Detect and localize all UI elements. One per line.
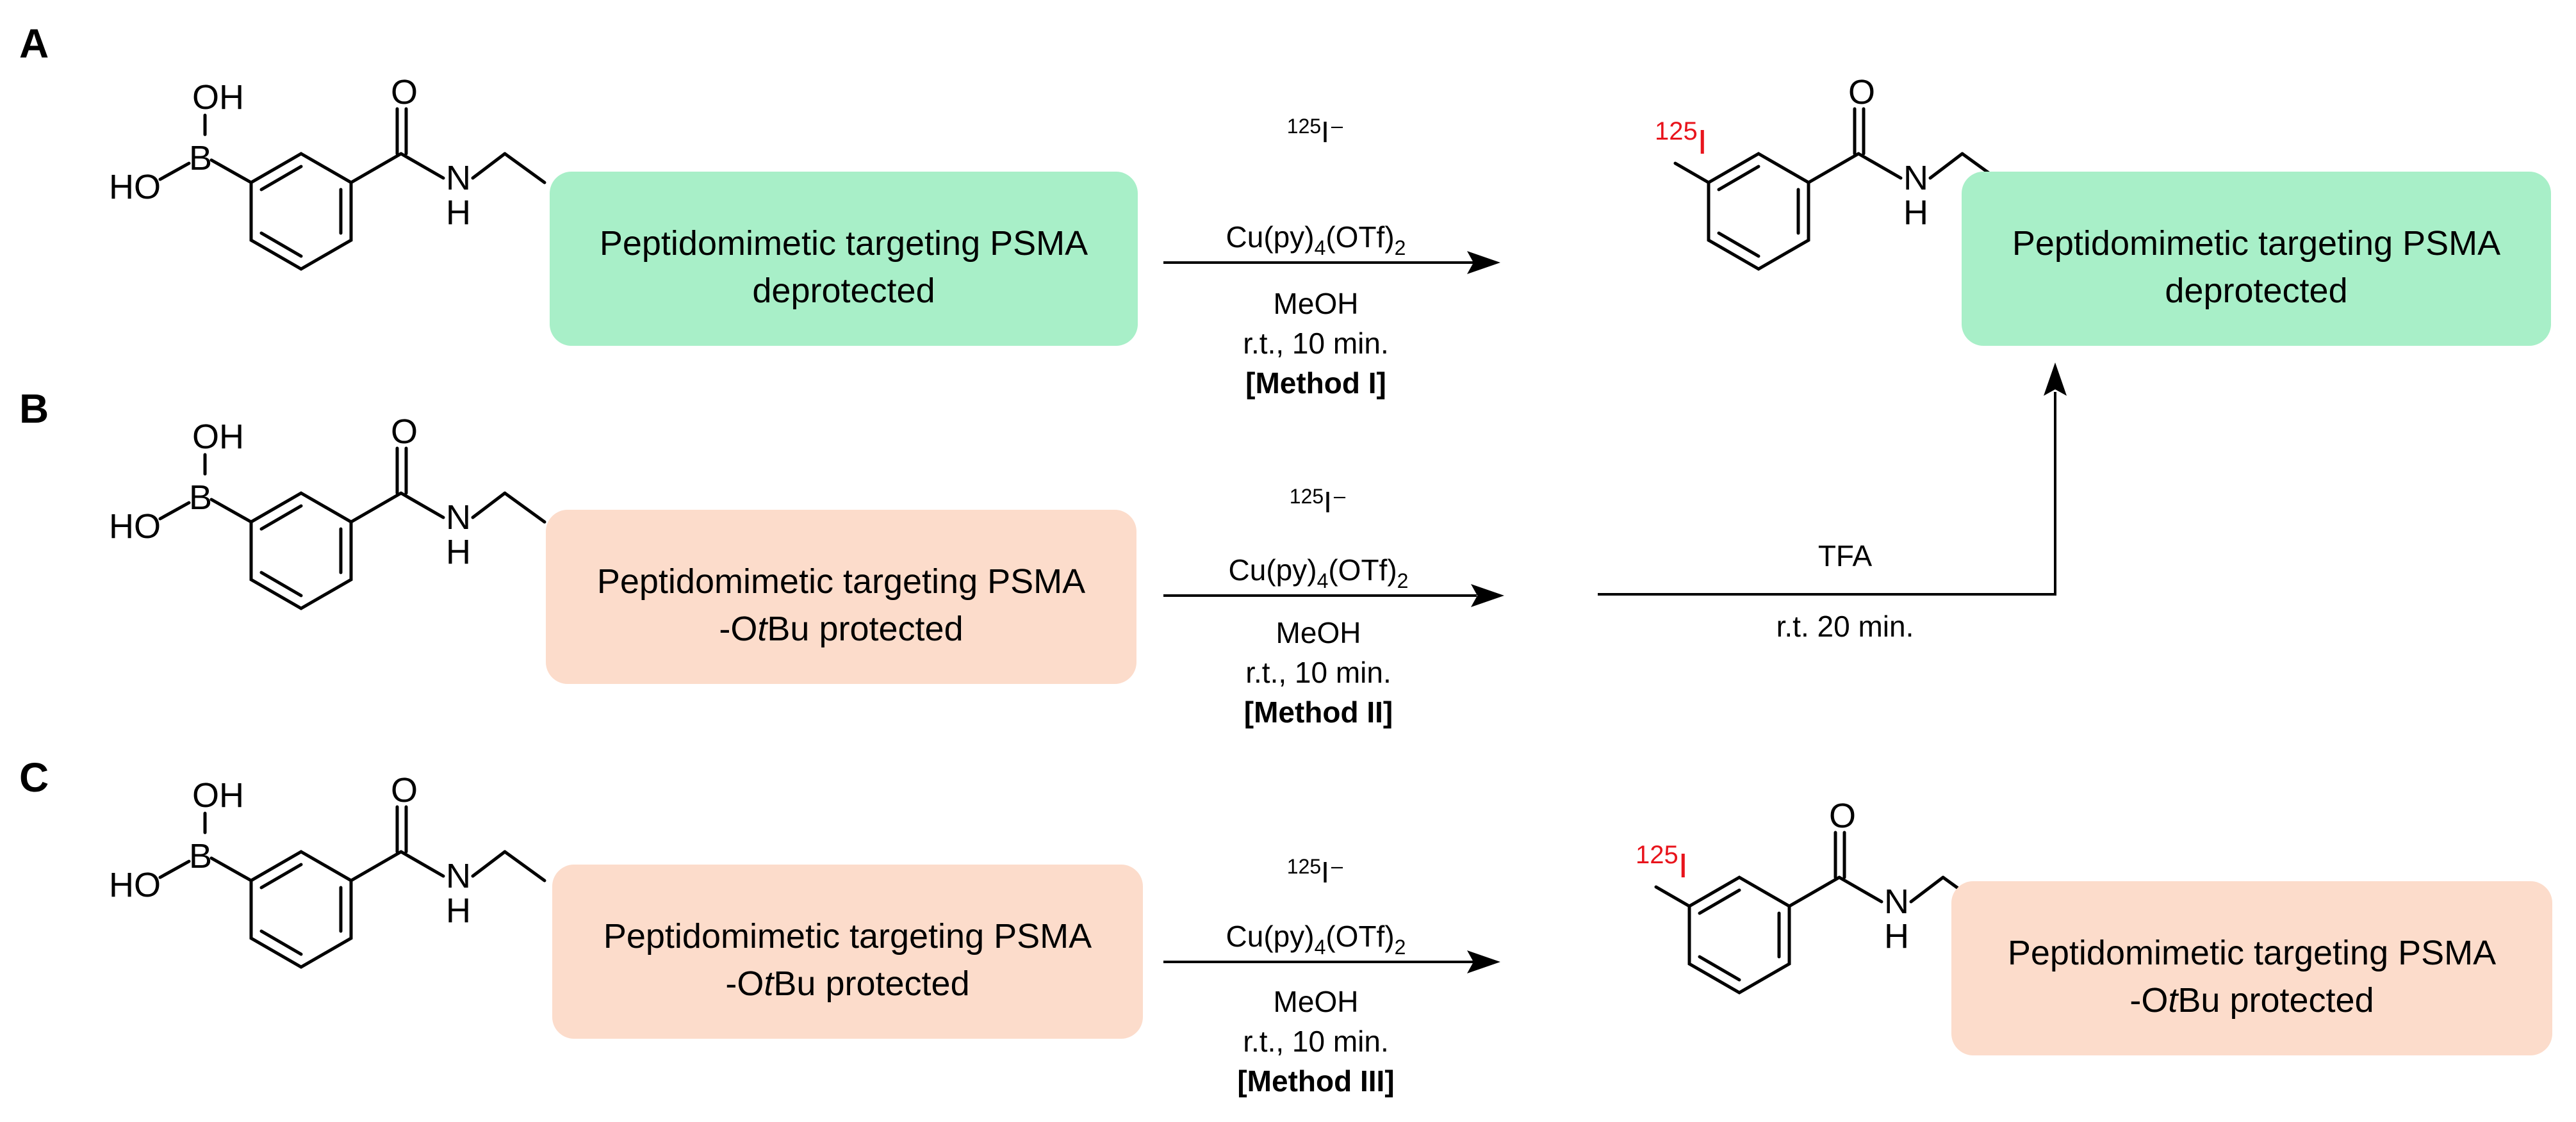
carbonyl-oxygen: O [1829, 797, 1856, 835]
boronic-acid-reactant-b: B OH HO O N H [109, 412, 545, 608]
hydroxyl-top: OH [192, 78, 244, 117]
product-box-c-line2: -OtBu protected [2129, 981, 2374, 1020]
carbonyl-oxygen: O [391, 73, 418, 111]
product-box-a-line2: deprotected [2165, 272, 2347, 310]
hydroxyl-top: OH [192, 418, 244, 456]
hydroxyl-left: HO [109, 866, 161, 904]
reactant-box-a-line2: deprotected [752, 272, 935, 310]
carbonyl-oxygen: O [1848, 73, 1875, 111]
product-box-a [1962, 172, 2551, 346]
copper-catalyst-a: Cu(py)4(OTf)2 [1226, 220, 1406, 259]
panel-c: C B OH HO O N H Peptidomimetic targeting… [19, 754, 2552, 1098]
solvent-b: MeOH [1276, 616, 1361, 649]
carbonyl-oxygen: O [391, 771, 418, 809]
time-c: r.t., 10 min. [1243, 1025, 1389, 1058]
copper-catalyst-b: Cu(py)4(OTf)2 [1229, 553, 1409, 592]
panel-a: A B OH HO O N H Peptidomimetic targeting… [19, 20, 2551, 400]
solvent-a: MeOH [1274, 287, 1359, 320]
product-box-c [1951, 881, 2552, 1055]
panel-label-b: B [19, 386, 49, 432]
iodinated-product-a: 125I O N H [1655, 73, 2002, 269]
iodinated-product-c: 125I O N H [1636, 797, 1983, 993]
hydroxyl-left: HO [109, 507, 161, 546]
tfa-conditions: r.t. 20 min. [1776, 610, 1914, 643]
product-box-c-line1: Peptidomimetic targeting PSMA [2008, 934, 2496, 972]
reactant-box-a [550, 172, 1138, 346]
iodide-reagent-a: 125I⁻ [1287, 115, 1345, 149]
carbonyl-oxygen: O [391, 412, 418, 451]
amide-nitrogen: N [446, 498, 471, 537]
deprotection-arrow [1598, 392, 2056, 596]
amide-hydrogen: H [446, 891, 471, 930]
amide-nitrogen: N [1884, 882, 1909, 921]
time-b: r.t., 10 min. [1245, 656, 1391, 689]
hydroxyl-top: OH [192, 776, 244, 815]
amide-hydrogen: H [1903, 193, 1928, 232]
reactant-box-a-line1: Peptidomimetic targeting PSMA [600, 224, 1088, 263]
iodide-reagent-b: 125I⁻ [1290, 485, 1347, 519]
boron-atom: B [189, 837, 212, 875]
boron-atom: B [189, 139, 212, 177]
panel-label-a: A [19, 20, 49, 67]
product-box-a-line1: Peptidomimetic targeting PSMA [2012, 224, 2500, 263]
method-a: [Method I] [1245, 366, 1386, 400]
boron-atom: B [189, 478, 212, 517]
amide-hydrogen: H [1884, 917, 1909, 955]
boronic-acid-reactant-c: B OH HO O N H [109, 771, 545, 967]
iodine-atom: 125I [1636, 841, 1688, 885]
reactant-box-c-line2: -OtBu protected [725, 964, 969, 1003]
tfa-reagent: TFA [1818, 539, 1873, 573]
method-c: [Method III] [1237, 1064, 1394, 1098]
time-a: r.t., 10 min. [1243, 327, 1389, 360]
panel-label-c: C [19, 754, 49, 801]
iodine-atom: 125I [1655, 117, 1707, 161]
solvent-c: MeOH [1274, 985, 1359, 1018]
amide-hydrogen: H [446, 193, 471, 232]
reactant-box-c [552, 865, 1143, 1039]
hydroxyl-left: HO [109, 168, 161, 206]
amide-nitrogen: N [446, 857, 471, 895]
panel-b: B B OH HO O N H Peptidomimetic targeting… [19, 362, 2067, 729]
copper-catalyst-c: Cu(py)4(OTf)2 [1226, 920, 1406, 959]
amide-nitrogen: N [446, 159, 471, 197]
reactant-box-b-line2: -OtBu protected [719, 610, 963, 648]
reactant-box-c-line1: Peptidomimetic targeting PSMA [603, 917, 1092, 955]
iodide-reagent-c: 125I⁻ [1287, 855, 1345, 889]
boronic-acid-reactant-a: B OH HO O N H [109, 73, 545, 269]
reactant-box-b [546, 510, 1136, 684]
amide-hydrogen: H [446, 533, 471, 571]
reactant-box-b-line1: Peptidomimetic targeting PSMA [597, 562, 1085, 601]
amide-nitrogen: N [1903, 159, 1928, 197]
method-b: [Method II] [1244, 695, 1393, 729]
